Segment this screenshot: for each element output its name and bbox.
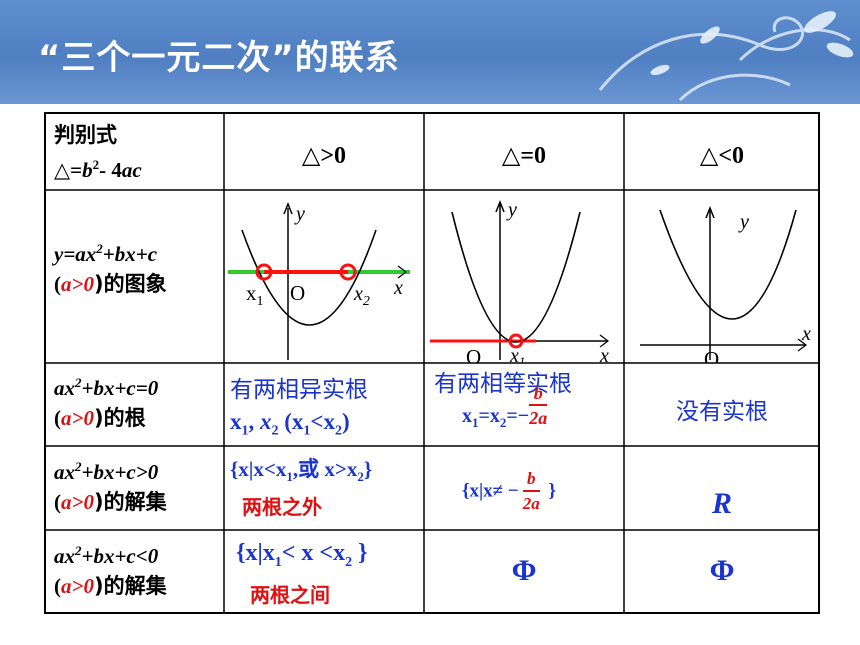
y-axis-label: y — [738, 211, 749, 233]
x-axis-label: x — [801, 323, 811, 345]
x2-label: x2 — [353, 283, 370, 309]
lt-set-empty-no-root: Φ — [709, 554, 735, 587]
gt-label: ax2+bx+c>0 (a>0)的解集 — [54, 452, 167, 517]
gt-formula: ax2+bx+c>0 — [54, 459, 159, 484]
lt-condition: (a>0)的解集 — [54, 574, 167, 598]
column-header-positive: △>0 — [301, 143, 347, 169]
x-axis-label: x — [393, 277, 403, 299]
y-axis-label: y — [294, 203, 305, 225]
between-roots-note: 两根之间 — [250, 582, 330, 607]
lt-formula: ax2+bx+c<0 — [54, 543, 159, 568]
parabola-curve — [451, 211, 581, 343]
origin-label: O — [290, 281, 305, 305]
roots-formula: ax2+bx+c=0 — [54, 375, 159, 400]
page-title: “三个一元二次”的联系 — [38, 38, 400, 78]
discriminant-word: 判别式 — [54, 123, 117, 147]
graph-formula: y=ax2+bx+c — [54, 241, 158, 266]
table-grid — [44, 112, 820, 614]
graph-no-root: y O x — [640, 205, 811, 363]
column-header-negative: △<0 — [699, 143, 745, 169]
lt-set-two-roots-formula: {x|x1< x <x2 } — [236, 540, 368, 570]
x1-label: x1 — [246, 281, 264, 309]
y-axis-label: y — [506, 199, 517, 221]
origin-label: O — [704, 347, 719, 363]
roots-none: 没有实根 — [676, 399, 768, 425]
roots-two-distinct-formula: x1, x2 (x1<x2) — [230, 409, 350, 439]
column-header-zero: △=0 — [501, 143, 547, 169]
lt-label: ax2+bx+c<0 (a>0)的解集 — [54, 536, 167, 601]
root-x1-marker — [255, 263, 273, 281]
parabola-curve — [241, 229, 377, 326]
outside-roots-note: 两根之外 — [242, 495, 322, 520]
graph-label: y=ax2+bx+c (a>0)的图象 — [54, 234, 167, 299]
x-axis-label: x — [599, 345, 609, 363]
x1-label: x1 — [509, 345, 525, 363]
discriminant-formula: △=b2- 4ac — [54, 157, 142, 182]
roots-condition: (a>0)的根 — [54, 406, 146, 430]
lt-set-empty-one-root: Φ — [511, 554, 537, 587]
graph-two-roots: y x1 O x2 x — [228, 201, 410, 360]
origin-label: O — [466, 345, 481, 363]
gt-condition: (a>0)的解集 — [54, 490, 167, 514]
gt-set-two-roots: {x|x<x1,或 x>x2} 两根之外 — [230, 454, 372, 522]
roots-two-distinct: 有两相异实根 x1, x2 (x1<x2) — [230, 374, 368, 448]
graph-one-root: y O x1 x — [430, 199, 609, 363]
double-root-marker — [508, 333, 524, 349]
root-x2-marker — [339, 263, 357, 281]
lt-set-two-roots: {x|x1< x <x2 } 两根之间 — [236, 536, 368, 610]
floral-decoration — [598, 11, 854, 102]
parabola-curve — [659, 209, 797, 320]
gt-set-real: R — [711, 487, 732, 520]
graph-condition: (a>0)的图象 — [54, 272, 167, 296]
comparison-table: 判别式 △=b2- 4ac △>0 △=0 △<0 y=ax2+bx+c (a>… — [44, 112, 820, 614]
roots-label: ax2+bx+c=0 (a>0)的根 — [54, 368, 158, 433]
gt-set-two-roots-formula: {x|x<x1,或 x>x2} — [230, 457, 373, 485]
slide-header: “三个一元二次”的联系 — [0, 0, 860, 104]
discriminant-label: 判别式 △=b2- 4ac — [54, 120, 142, 185]
